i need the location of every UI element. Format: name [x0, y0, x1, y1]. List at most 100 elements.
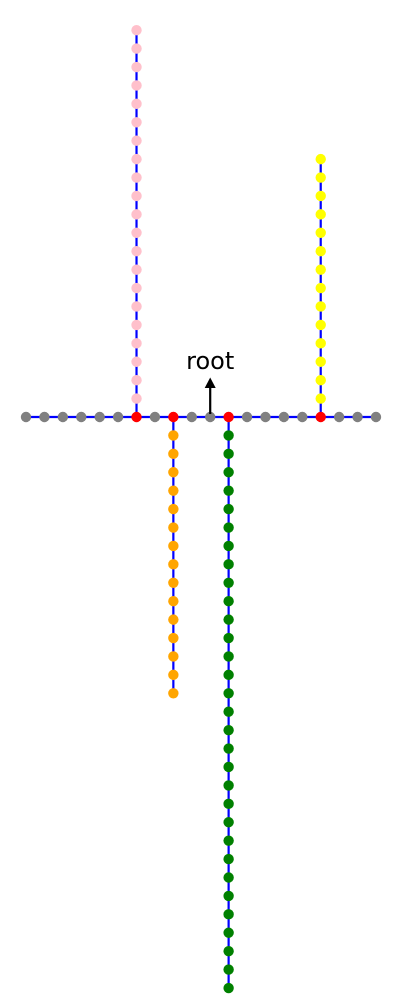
orange-branch-node — [168, 577, 179, 588]
pink-branch-node — [131, 301, 142, 312]
main-chain-node — [278, 411, 290, 423]
nodes-layer — [20, 24, 382, 994]
green-branch-node — [223, 872, 234, 883]
green-branch-node — [223, 835, 234, 846]
pink-branch-node — [131, 227, 142, 238]
green-branch-node — [223, 448, 234, 460]
pink-branch-node — [131, 356, 142, 367]
green-branch-node — [223, 467, 234, 478]
green-branch-node — [223, 503, 234, 515]
pink-branch-node — [131, 246, 142, 257]
orange-branch-node — [168, 430, 179, 441]
orange-branch-node — [168, 485, 179, 496]
orange-branch-node — [168, 540, 179, 552]
green-branch-node — [223, 669, 234, 681]
pink-branch-node — [131, 319, 142, 331]
green-branch-node — [223, 596, 234, 607]
orange-branch-node — [168, 632, 179, 644]
orange-branch-node — [168, 467, 179, 478]
yellow-branch-node — [315, 209, 326, 220]
green-branch-node — [223, 688, 234, 699]
green-branch-node — [223, 632, 234, 644]
orange-branch-node — [168, 503, 179, 515]
orange-branch-node — [168, 522, 179, 533]
pink-branch-node — [131, 190, 142, 202]
pink-branch-node — [131, 282, 142, 294]
green-branch-node — [223, 706, 234, 717]
green-branch-node — [223, 853, 234, 865]
green-branch-node — [223, 577, 234, 588]
orange-branch-node — [168, 614, 179, 625]
yellow-branch-node — [315, 356, 326, 367]
pink-branch-node — [131, 264, 142, 275]
green-branch-node — [223, 614, 234, 625]
root-marker: root — [186, 347, 234, 414]
pink-branch-node — [131, 43, 142, 54]
green-branch-node — [223, 927, 234, 938]
junction-node — [131, 411, 142, 423]
yellow-branch-node — [315, 393, 326, 404]
green-branch-node — [223, 743, 234, 754]
main-chain-node — [352, 411, 363, 423]
green-branch-node — [223, 430, 234, 441]
green-branch-node — [223, 540, 234, 552]
green-branch-node — [223, 817, 234, 828]
yellow-branch-node — [315, 374, 326, 386]
pink-branch-node — [131, 24, 142, 36]
orange-branch-node — [168, 669, 179, 681]
green-branch-node — [223, 651, 234, 662]
main-chain-node — [333, 411, 345, 423]
main-chain-node — [76, 411, 87, 423]
green-branch-node — [223, 485, 234, 496]
pink-branch-node — [131, 61, 142, 73]
main-chain-node — [20, 411, 32, 423]
yellow-branch-node — [315, 319, 326, 331]
yellow-branch-node — [315, 246, 326, 257]
orange-branch-node — [168, 596, 179, 607]
green-branch-node — [223, 761, 234, 773]
green-branch-node — [223, 890, 234, 902]
main-chain-node — [260, 411, 271, 423]
orange-branch-node — [168, 559, 179, 570]
pink-branch-node — [131, 374, 142, 386]
root-label: root — [186, 347, 234, 375]
green-branch-node — [223, 522, 234, 533]
green-branch-node — [223, 559, 234, 570]
main-chain-node — [186, 411, 197, 423]
main-chain-node — [57, 411, 69, 423]
main-chain-node — [39, 411, 50, 423]
green-branch-node — [223, 945, 234, 957]
pink-branch-node — [131, 338, 142, 349]
orange-branch-node — [168, 651, 179, 662]
green-branch-node — [223, 798, 234, 810]
yellow-branch-node — [315, 153, 326, 165]
pink-branch-node — [131, 153, 142, 165]
main-chain-node — [149, 411, 161, 423]
pink-branch-node — [131, 393, 142, 404]
pink-branch-node — [131, 172, 142, 183]
pink-branch-node — [131, 209, 142, 220]
pink-branch-node — [131, 98, 142, 110]
pink-branch-node — [131, 135, 142, 146]
yellow-branch-node — [315, 227, 326, 238]
main-chain-node — [94, 411, 105, 423]
yellow-branch-node — [315, 338, 326, 349]
green-branch-node — [223, 724, 234, 736]
yellow-branch-node — [315, 264, 326, 275]
orange-branch-node — [168, 448, 179, 460]
pink-branch-node — [131, 117, 142, 128]
green-branch-node — [223, 780, 234, 791]
main-chain-node — [297, 411, 308, 423]
main-chain-node — [370, 411, 382, 423]
orange-branch-node — [168, 688, 179, 699]
yellow-branch-node — [315, 172, 326, 183]
yellow-branch-node — [315, 190, 326, 202]
main-chain-node — [241, 411, 253, 423]
yellow-branch-node — [315, 301, 326, 312]
root-arrow-head — [204, 377, 216, 388]
main-chain-node — [112, 411, 124, 423]
pink-branch-node — [131, 80, 142, 91]
root-node — [205, 411, 216, 423]
